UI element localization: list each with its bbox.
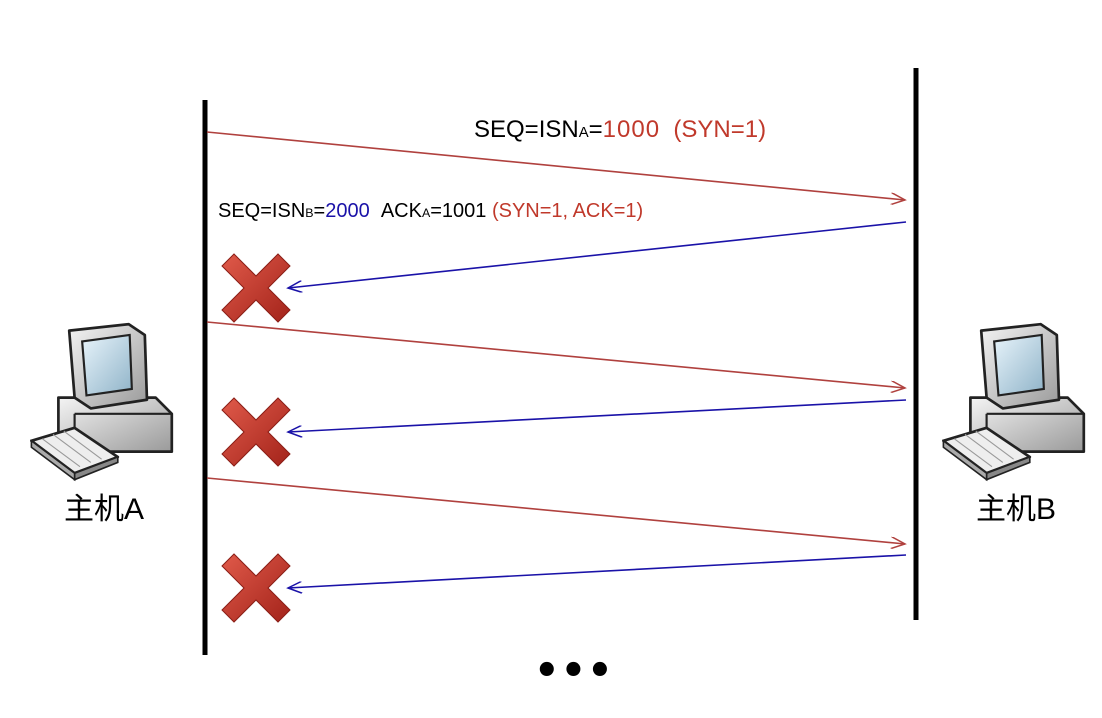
lost-x-icon-2 bbox=[221, 397, 291, 467]
lost-x-icon-1 bbox=[221, 253, 291, 323]
syn-ack-arrow-1 bbox=[288, 221, 907, 288]
host-a-computer-icon bbox=[30, 322, 174, 482]
lost-x-icon-3 bbox=[221, 553, 291, 623]
host-b-computer-icon bbox=[942, 322, 1086, 482]
syn-arrow-3 bbox=[206, 477, 905, 544]
syn-arrow-1 bbox=[206, 131, 905, 200]
syn-arrow-2 bbox=[206, 321, 905, 388]
syn-ack-arrow-3 bbox=[288, 554, 907, 588]
host-a-label: 主机A bbox=[64, 493, 145, 526]
continuation-ellipsis: ••• bbox=[534, 648, 614, 694]
host-b-label: 主机B bbox=[976, 493, 1057, 526]
syn-ack-arrow-2 bbox=[288, 399, 907, 432]
syn-ack-label: SEQ=ISNB=2000 ACKA=1001 (SYN=1, ACK=1) bbox=[218, 200, 644, 222]
syn-label: SEQ=ISNA=1000 (SYN=1) bbox=[474, 116, 767, 143]
